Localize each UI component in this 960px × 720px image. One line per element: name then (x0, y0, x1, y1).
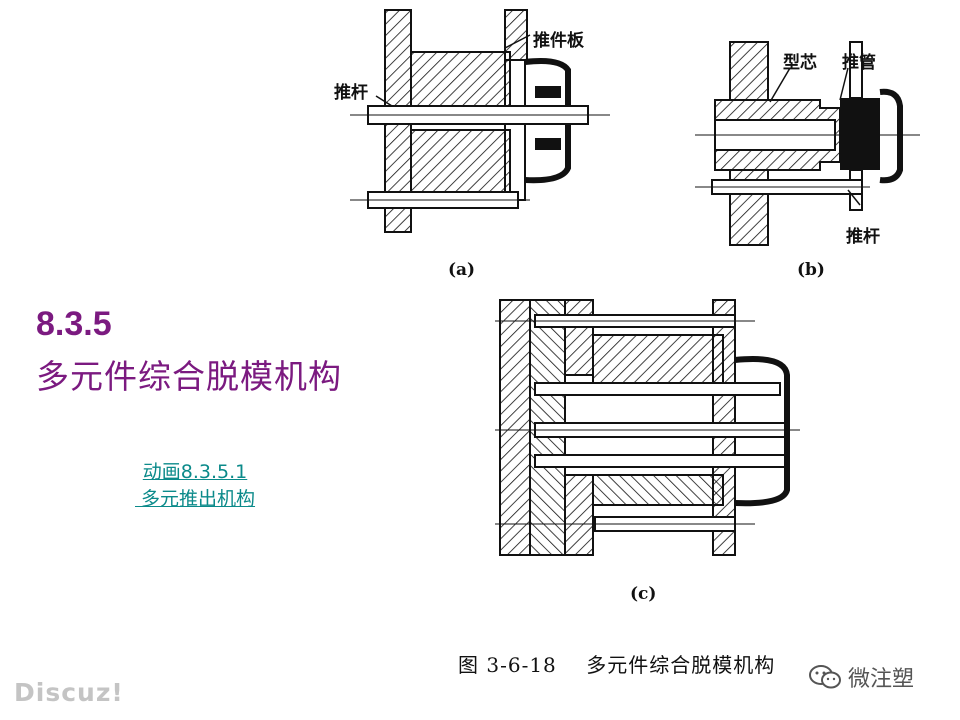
wechat-watermark: 微注塑 (808, 661, 914, 693)
figure-b-label: (b) (797, 260, 825, 280)
callout-push-tube: 推管 (842, 53, 876, 73)
figure-caption: 图 3-6-18 多元件综合脱模机构 (458, 653, 776, 677)
section-title: 多元件综合脱模机构 (36, 357, 342, 396)
callout-push-rod-b: 推杆 (846, 227, 880, 247)
animation-link-subtitle[interactable]: 多元推出机构 (135, 488, 256, 510)
wechat-icon (809, 665, 841, 689)
figure-c-label: (c) (630, 584, 657, 604)
figure-c-drawing (495, 299, 800, 556)
animation-link-title[interactable]: 动画8.3.5.1 (142, 461, 248, 483)
callout-pusher-plate: 推件板 (533, 31, 584, 51)
animation-link-block: 动画8.3.5.1 多元推出机构 (135, 457, 255, 511)
discuz-watermark: Discuz! (14, 678, 124, 707)
figure-a-label: (a) (448, 260, 476, 280)
callout-core: 型芯 (783, 53, 817, 73)
figure-b-drawing (695, 41, 920, 246)
figure-a-drawing (350, 9, 610, 233)
callout-push-rod-a: 推杆 (334, 83, 368, 103)
wechat-account-name: 微注塑 (848, 667, 915, 692)
section-number: 8.3.5 (36, 305, 112, 343)
